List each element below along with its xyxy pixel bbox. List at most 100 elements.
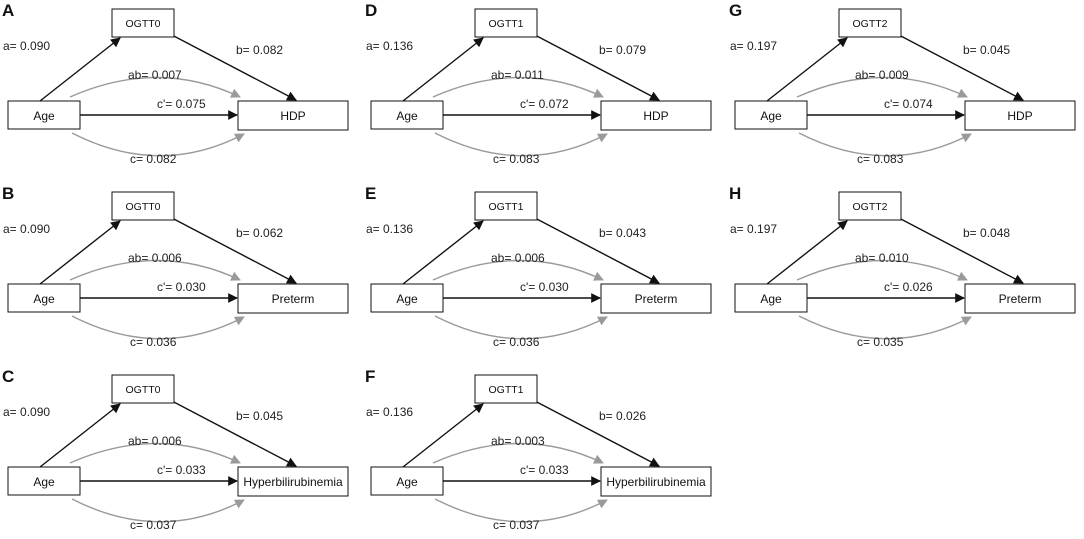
- panel-letter: B: [2, 184, 14, 203]
- indirect-effect-arrow: [69, 76, 241, 98]
- total-effect-label: c= 0.037: [130, 518, 177, 532]
- total-effect-arrow: [71, 315, 245, 340]
- path-a-arrow: [39, 403, 121, 468]
- total-effect-arrow: [71, 132, 245, 157]
- path-a-arrow: [766, 220, 848, 285]
- path-a-label: a= 0.090: [3, 222, 50, 236]
- mediator-node-label: OGTT2: [852, 201, 887, 213]
- mediator-node-label: OGTT1: [488, 18, 523, 30]
- mediator-node-box: [111, 374, 175, 404]
- path-b-arrow: [532, 216, 660, 284]
- outcome-node-label: HDP: [643, 109, 668, 123]
- mediator-node-box: [111, 191, 175, 221]
- path-a-label: a= 0.197: [730, 39, 777, 53]
- path-a-arrow: [39, 220, 121, 285]
- outcome-node-box: [237, 100, 349, 131]
- direct-effect-label: c'= 0.026: [884, 280, 933, 294]
- path-b-arrow: [169, 216, 297, 284]
- indirect-effect-label: ab= 0.006: [128, 251, 182, 265]
- exposure-node-label: Age: [760, 292, 782, 306]
- panel-letter: H: [729, 184, 741, 203]
- panel-letter: C: [2, 367, 14, 386]
- mediator-node-label: OGTT1: [488, 201, 523, 213]
- path-b-arrow: [169, 33, 297, 101]
- outcome-node-box: [600, 466, 712, 497]
- outcome-node-label: Preterm: [272, 292, 315, 306]
- path-b-arrow: [532, 33, 660, 101]
- total-effect-label: c= 0.036: [493, 335, 540, 349]
- mediator-node-box: [111, 8, 175, 38]
- exposure-node-box: [734, 100, 808, 130]
- outcome-node-label: HDP: [1007, 109, 1032, 123]
- path-b-label: b= 0.082: [236, 43, 283, 57]
- direct-effect-label: c'= 0.074: [884, 97, 933, 111]
- outcome-node-box: [964, 100, 1076, 131]
- outcome-node-box: [600, 283, 712, 314]
- mediator-node-label: OGTT0: [125, 18, 160, 30]
- path-a-label: a= 0.136: [366, 222, 413, 236]
- panel-letter: D: [365, 1, 377, 20]
- outcome-node-box: [600, 100, 712, 131]
- path-a-arrow: [402, 37, 484, 102]
- indirect-effect-label: ab= 0.003: [491, 434, 545, 448]
- path-b-label: b= 0.062: [236, 226, 283, 240]
- exposure-node-label: Age: [396, 109, 418, 123]
- exposure-node-label: Age: [33, 109, 55, 123]
- path-a-arrow: [402, 220, 484, 285]
- exposure-node-box: [7, 466, 81, 496]
- exposure-node-box: [370, 466, 444, 496]
- panel-letter: A: [2, 1, 14, 20]
- indirect-effect-arrow: [69, 259, 241, 281]
- mediator-node-label: OGTT0: [125, 384, 160, 396]
- mediator-node-label: OGTT0: [125, 201, 160, 213]
- path-a-arrow: [766, 37, 848, 102]
- indirect-effect-label: ab= 0.011: [491, 68, 544, 82]
- mediator-node-box: [474, 374, 538, 404]
- indirect-effect-label: ab= 0.006: [491, 251, 545, 265]
- path-b-label: b= 0.045: [236, 409, 283, 423]
- direct-effect-label: c'= 0.075: [157, 97, 206, 111]
- direct-effect-label: c'= 0.033: [520, 463, 569, 477]
- indirect-effect-arrow: [69, 442, 241, 464]
- exposure-node-box: [7, 283, 81, 313]
- path-a-arrow: [39, 37, 121, 102]
- path-a-label: a= 0.090: [3, 405, 50, 419]
- total-effect-label: c= 0.037: [493, 518, 540, 532]
- path-b-label: b= 0.048: [963, 226, 1010, 240]
- mediator-node-label: OGTT2: [852, 18, 887, 30]
- mediator-node-box: [474, 8, 538, 38]
- direct-effect-label: c'= 0.030: [520, 280, 569, 294]
- exposure-node-box: [370, 283, 444, 313]
- path-b-arrow: [896, 33, 1024, 101]
- outcome-node-label: Preterm: [999, 292, 1042, 306]
- indirect-effect-label: ab= 0.006: [128, 434, 182, 448]
- outcome-node-box: [964, 283, 1076, 314]
- exposure-node-label: Age: [33, 292, 55, 306]
- panel-letter: F: [365, 367, 375, 386]
- total-effect-label: c= 0.083: [493, 152, 540, 166]
- total-effect-arrow: [434, 315, 608, 340]
- panel-letter: G: [729, 1, 742, 20]
- indirect-effect-label: ab= 0.007: [128, 68, 182, 82]
- indirect-effect-label: ab= 0.010: [855, 251, 909, 265]
- path-a-label: a= 0.136: [366, 405, 413, 419]
- exposure-node-label: Age: [33, 475, 55, 489]
- total-effect-arrow: [434, 132, 608, 157]
- total-effect-label: c= 0.082: [130, 152, 177, 166]
- total-effect-label: c= 0.035: [857, 335, 904, 349]
- path-b-label: b= 0.045: [963, 43, 1010, 57]
- total-effect-arrow: [798, 132, 972, 157]
- exposure-node-box: [7, 100, 81, 130]
- direct-effect-label: c'= 0.030: [157, 280, 206, 294]
- outcome-node-label: Hyperbilirubinemia: [243, 475, 343, 489]
- outcome-node-label: Preterm: [635, 292, 678, 306]
- mediator-node-box: [838, 191, 902, 221]
- path-b-label: b= 0.079: [599, 43, 646, 57]
- indirect-effect-arrow: [432, 259, 604, 281]
